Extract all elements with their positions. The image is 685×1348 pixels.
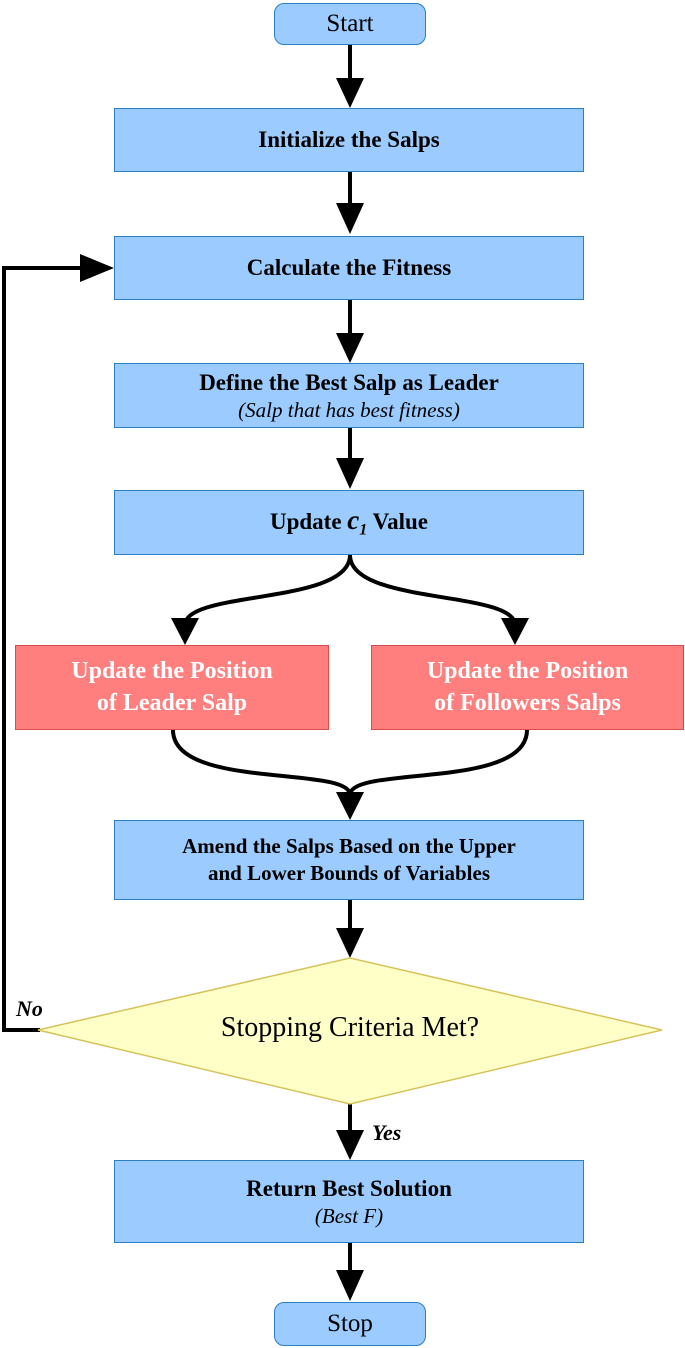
update-c1-node: Update c1 Value (114, 490, 584, 555)
leader-position-line2: of Leader Salp (96, 689, 248, 716)
arrow-leader-pos-amend (171, 729, 352, 796)
leader-position-line1: Update the Position (71, 658, 273, 685)
update-c1-suffix: Value (372, 509, 429, 535)
c1-variable: c (347, 505, 360, 536)
amend-line1: Amend the Salps Based on the Upper (182, 833, 516, 858)
follower-position-line2: of Followers Salps (434, 689, 621, 716)
yes-label: Yes (372, 1120, 402, 1145)
decision-label: Stopping Criteria Met? (220, 1012, 480, 1043)
follower-position-node: Update the Position of Followers Salps (371, 645, 684, 730)
c1-subscript: 1 (359, 521, 368, 539)
no-label: No (16, 996, 43, 1021)
follower-position-line1: Update the Position (426, 658, 629, 685)
initialize-label: Initialize the Salps (258, 127, 440, 153)
amend-node: Amend the Salps Based on the Upper and L… (114, 820, 584, 900)
return-title: Return Best Solution (246, 1176, 452, 1202)
stop-node: Stop (274, 1302, 426, 1346)
leader-position-node: Update the Position of Leader Salp (15, 645, 329, 730)
amend-line2: and Lower Bounds of Variables (207, 861, 491, 885)
start-label: Start (326, 10, 374, 37)
arrow-follower-pos-amend (348, 729, 529, 796)
initialize-node: Initialize the Salps (114, 108, 584, 172)
decision-diamond (37, 957, 663, 1105)
fitness-label: Calculate the Fitness (246, 255, 452, 281)
arrow-c1-leader-pos (183, 554, 352, 626)
return-node: Return Best Solution (Best F) (114, 1160, 584, 1243)
start-node: Start (274, 3, 426, 45)
arrow-c1-follower-pos (348, 554, 517, 626)
arrow-no-loop (2, 266, 85, 1032)
fitness-node: Calculate the Fitness (114, 236, 584, 300)
update-c1-label: Update c1 Value (270, 503, 428, 541)
stop-label: Stop (327, 1310, 373, 1337)
leader-subtitle: (Salp that has best fitness) (238, 397, 460, 422)
return-subtitle: (Best F) (314, 1203, 384, 1228)
leader-node: Define the Best Salp as Leader (Salp tha… (114, 363, 584, 428)
leader-title: Define the Best Salp as Leader (199, 370, 499, 396)
update-c1-prefix: Update (269, 509, 342, 535)
